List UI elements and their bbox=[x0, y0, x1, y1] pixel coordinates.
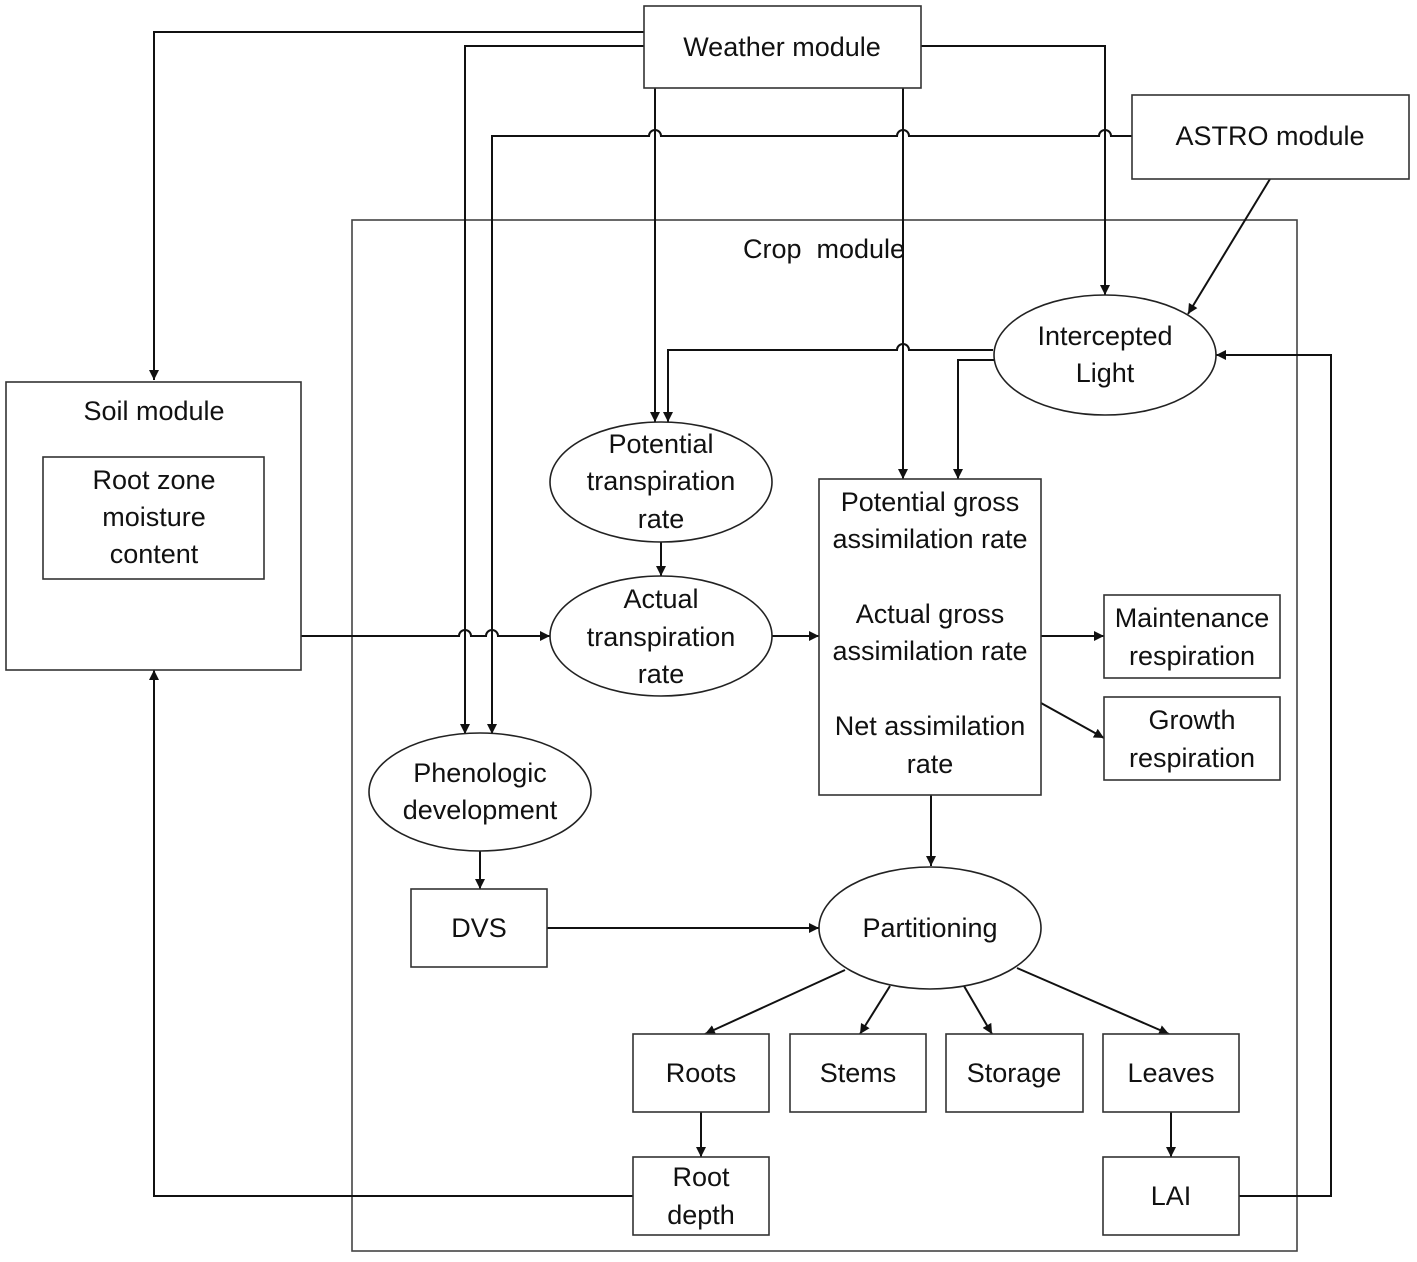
root-depth-node: Root depth bbox=[632, 1156, 770, 1236]
arrow-light-to-assimilation bbox=[953, 359, 997, 479]
net-assimilation-line-1: Net assimilation bbox=[835, 711, 1026, 741]
astro-module-node: ASTRO module bbox=[1131, 94, 1410, 180]
potential-gross-line-1: Potential gross bbox=[841, 487, 1020, 517]
arrow-partitioning-to-stems bbox=[859, 985, 891, 1035]
crop-module-label: Crop module bbox=[743, 234, 905, 264]
potential-transpiration-line-3: rate bbox=[638, 504, 685, 534]
growth-respiration-line-2: respiration bbox=[1129, 743, 1255, 773]
dvs-node: DVS bbox=[410, 888, 548, 968]
potential-transpiration-node: Potential transpiration rate bbox=[549, 421, 773, 543]
partitioning-node: Partitioning bbox=[818, 866, 1042, 990]
root-zone-line-3: content bbox=[110, 539, 199, 569]
actual-transpiration-line-2: transpiration bbox=[587, 622, 736, 652]
stems-label: Stems bbox=[820, 1058, 897, 1088]
intercepted-light-line-2: Light bbox=[1076, 358, 1135, 388]
dvs-label: DVS bbox=[451, 913, 507, 943]
growth-respiration-node: Growth respiration bbox=[1103, 696, 1281, 781]
lai-node: LAI bbox=[1102, 1156, 1240, 1236]
connectors bbox=[149, 31, 1332, 1197]
actual-transpiration-node: Actual transpiration rate bbox=[549, 575, 773, 697]
arrow-assimilation-to-growth bbox=[1040, 702, 1105, 739]
storage-label: Storage bbox=[967, 1058, 1062, 1088]
leaves-label: Leaves bbox=[1127, 1058, 1214, 1088]
arrow-astro-to-phenology bbox=[487, 129, 1132, 734]
phenologic-line-1: Phenologic bbox=[413, 758, 547, 788]
lai-label: LAI bbox=[1151, 1181, 1192, 1211]
intercepted-light-node: Intercepted Light bbox=[993, 294, 1217, 416]
maintenance-respiration-node: Maintenance respiration bbox=[1103, 594, 1281, 679]
actual-transpiration-line-3: rate bbox=[638, 659, 685, 689]
soil-module-node: Soil module Root zone moisture content bbox=[5, 381, 302, 671]
roots-node: Roots bbox=[632, 1033, 770, 1113]
arrow-partitioning-to-roots bbox=[704, 969, 846, 1035]
partitioning-label: Partitioning bbox=[862, 913, 997, 943]
crop-module-frame bbox=[351, 219, 1298, 1252]
root-depth-line-2: depth bbox=[667, 1200, 735, 1230]
arrow-root-depth-to-soil bbox=[149, 670, 633, 1197]
root-zone-moisture-box bbox=[42, 456, 265, 580]
storage-node: Storage bbox=[945, 1033, 1084, 1113]
soil-module-label: Soil module bbox=[83, 396, 224, 426]
growth-respiration-line-1: Growth bbox=[1148, 705, 1235, 735]
arrow-root-zone-to-actual-transpiration bbox=[153, 579, 550, 641]
arrow-weather-to-soil bbox=[149, 31, 644, 380]
actual-gross-line-2: assimilation rate bbox=[832, 636, 1027, 666]
potential-gross-line-2: assimilation rate bbox=[832, 524, 1027, 554]
roots-label: Roots bbox=[666, 1058, 737, 1088]
arrow-weather-to-intercepted-light bbox=[921, 45, 1110, 295]
net-assimilation-line-2: rate bbox=[907, 749, 954, 779]
weather-module-node: Weather module bbox=[643, 5, 922, 89]
maintenance-respiration-line-2: respiration bbox=[1129, 641, 1255, 671]
root-zone-line-2: moisture bbox=[102, 502, 206, 532]
maintenance-respiration-line-1: Maintenance bbox=[1115, 603, 1270, 633]
potential-transpiration-line-1: Potential bbox=[608, 429, 713, 459]
assimilation-node: Potential gross assimilation rate Actual… bbox=[818, 478, 1042, 796]
arrow-lai-to-intercepted-light bbox=[1216, 350, 1332, 1197]
phenologic-line-2: development bbox=[403, 795, 558, 825]
weather-module-label: Weather module bbox=[683, 32, 881, 62]
arrow-partitioning-to-leaves bbox=[1016, 967, 1170, 1035]
arrow-partitioning-to-storage bbox=[963, 985, 993, 1035]
arrow-weather-to-phenology bbox=[460, 45, 644, 734]
leaves-node: Leaves bbox=[1102, 1033, 1240, 1113]
astro-module-label: ASTRO module bbox=[1175, 121, 1364, 151]
phenologic-development-node: Phenologic development bbox=[368, 732, 592, 852]
root-depth-line-1: Root bbox=[672, 1162, 730, 1192]
arrow-astro-to-intercepted-light bbox=[1187, 178, 1271, 315]
stems-node: Stems bbox=[789, 1033, 927, 1113]
arrow-light-to-potential-transpiration bbox=[663, 343, 993, 422]
actual-transpiration-line-1: Actual bbox=[623, 584, 698, 614]
potential-transpiration-line-2: transpiration bbox=[587, 466, 736, 496]
root-zone-line-1: Root zone bbox=[92, 465, 215, 495]
actual-gross-line-1: Actual gross bbox=[856, 599, 1005, 629]
intercepted-light-line-1: Intercepted bbox=[1037, 321, 1172, 351]
